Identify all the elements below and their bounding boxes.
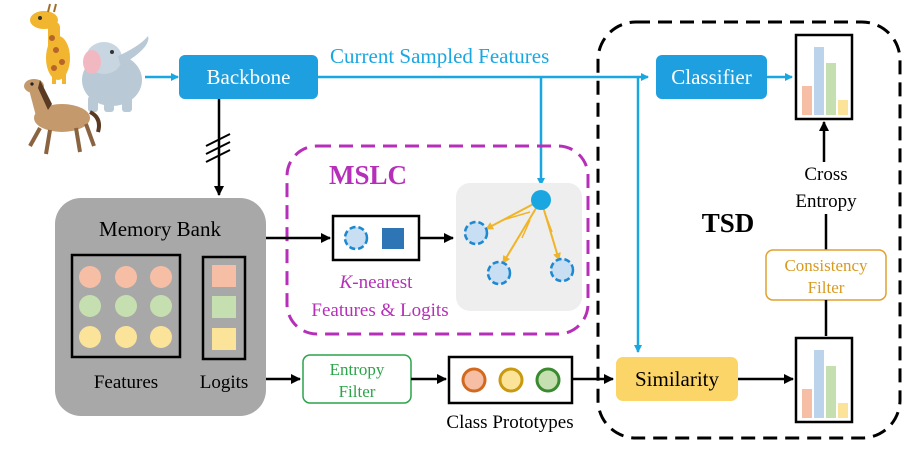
similarity-box: [616, 357, 738, 401]
horse-icon: [24, 79, 101, 155]
logits-column: [201, 255, 247, 361]
consistency-filter-label-line1: Consistency: [784, 256, 868, 275]
entropy-filter-label-line1: Entropy: [330, 360, 385, 379]
neighbor-graph: [456, 183, 582, 311]
classifier-label: Classifier: [671, 65, 751, 89]
knn-box: [331, 214, 421, 262]
class-prototypes-box: [447, 355, 574, 405]
features-label: Features: [94, 372, 158, 393]
memory-bank-label: Memory Bank: [99, 217, 221, 241]
features-grid: [70, 253, 182, 359]
stop-gradient-mark: [205, 133, 231, 163]
entropy-filter-label-line2: Filter: [339, 382, 376, 401]
input-images: [24, 3, 149, 155]
cross-entropy-label-line2: Entropy: [795, 191, 857, 212]
consistency-filter-label-line2: Filter: [808, 278, 845, 297]
backbone-label: Backbone: [207, 65, 291, 89]
similarity-label: Similarity: [635, 367, 720, 391]
classifier-output-distribution: [794, 33, 854, 121]
knn-label-line2: Features & Logits: [311, 300, 448, 321]
tsd-label: TSD: [702, 208, 755, 238]
elephant-icon: [82, 36, 149, 112]
classifier-box: [656, 55, 767, 99]
logits-label: Logits: [200, 372, 249, 393]
mslc-label: MSLC: [329, 160, 407, 190]
similarity-output-distribution: [794, 336, 854, 424]
backbone-box: [179, 55, 318, 99]
cross-entropy-label-line1: Cross: [804, 164, 847, 185]
class-prototypes-label: Class Prototypes: [446, 412, 573, 433]
knn-label-line1: K-nearest: [339, 272, 414, 293]
current-sampled-features-label: Current Sampled Features: [330, 44, 549, 68]
tsd-region: [596, 20, 902, 440]
mslc-region: [285, 144, 590, 336]
giraffe-icon: [30, 3, 70, 84]
